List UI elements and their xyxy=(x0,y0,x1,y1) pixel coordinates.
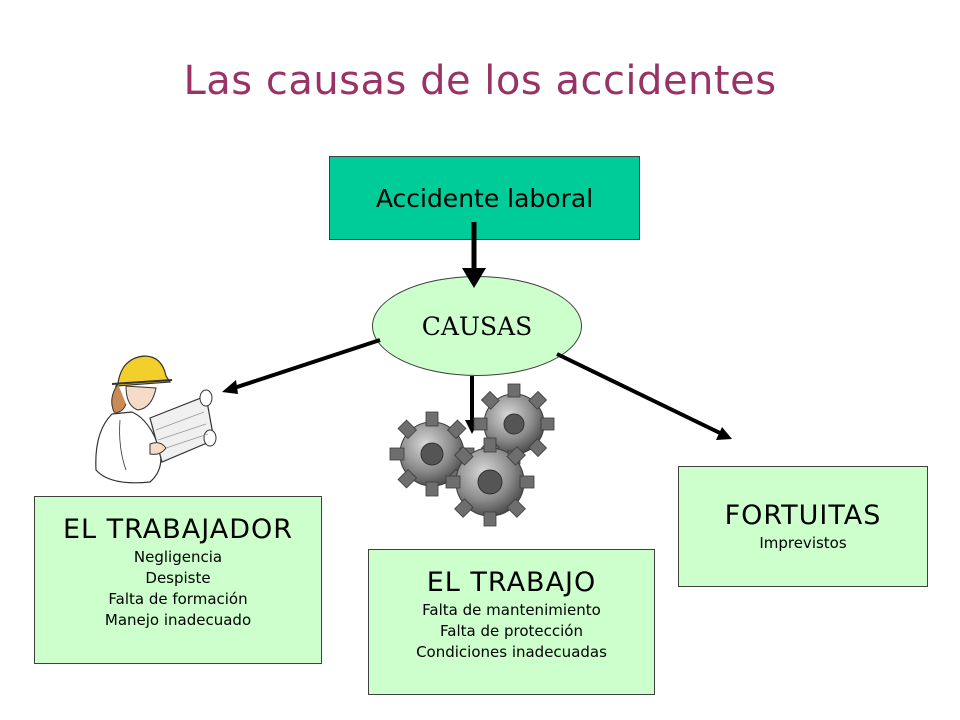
trabajo-box: EL TRABAJO Falta de mantenimiento Falta … xyxy=(368,549,655,695)
trabajador-item: Negligencia xyxy=(133,548,223,566)
trabajador-item: Falta de formación xyxy=(108,590,248,608)
arrow-to-trabajador xyxy=(233,338,381,390)
trabajador-item: Manejo inadecuado xyxy=(104,611,252,629)
arrow-fortuitas-head xyxy=(716,427,732,440)
causas-label: CAUSAS xyxy=(421,311,533,341)
trabajador-heading: EL TRABAJADOR xyxy=(62,514,294,545)
fortuitas-heading: FORTUITAS xyxy=(724,500,882,531)
trabajador-box: EL TRABAJADOR Negligencia Despiste Falta… xyxy=(34,496,322,664)
trabajo-item: Condiciones inadecuadas xyxy=(416,643,607,661)
trabajo-heading: EL TRABAJO xyxy=(426,567,597,598)
accident-box: Accidente laboral xyxy=(329,156,640,240)
trabajo-item: Falta de mantenimiento xyxy=(422,601,601,619)
trabajador-item: Despiste xyxy=(145,569,211,587)
arrow-accident-head xyxy=(462,268,486,288)
trabajo-item: Falta de protección xyxy=(440,622,583,640)
accident-label: Accidente laboral xyxy=(375,183,594,213)
fortuitas-item: Imprevistos xyxy=(759,534,847,552)
arrow-to-fortuitas xyxy=(556,352,723,436)
page-title: Las causas de los accidentes xyxy=(183,58,777,104)
fortuitas-box: FORTUITAS Imprevistos xyxy=(678,466,928,587)
arrow-trabajador-head xyxy=(222,380,238,394)
